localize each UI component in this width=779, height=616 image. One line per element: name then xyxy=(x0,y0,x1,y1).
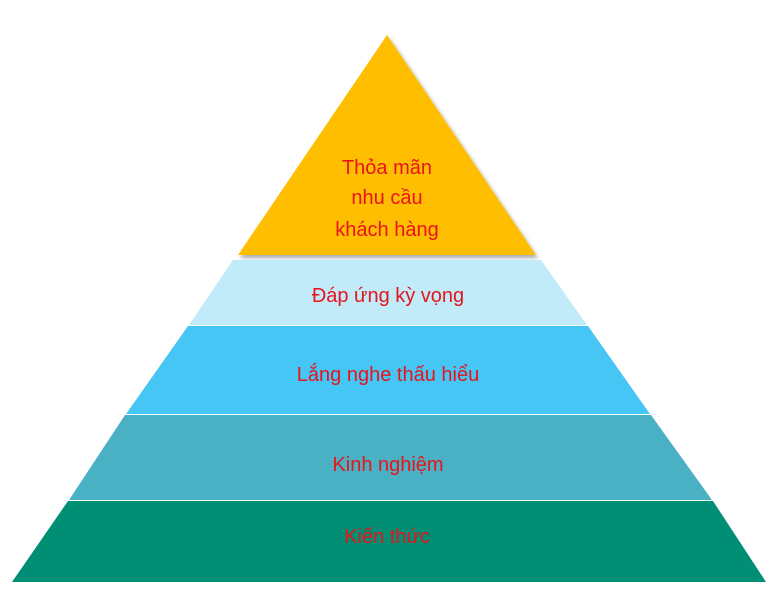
tier-5-label: Kiến thức xyxy=(344,526,430,548)
tier-1-label-line-2: nhu cầu xyxy=(351,187,422,209)
tier-1-label-line-3: khách hàng xyxy=(335,219,438,241)
tier-1-shape xyxy=(238,35,536,255)
tier-2-label: Đáp ứng kỳ vọng xyxy=(312,285,464,307)
tier-listen-understand: Lắng nghe thấu hiểu xyxy=(126,326,650,414)
tier-4-shape xyxy=(69,415,712,500)
tier-3-shape xyxy=(126,326,650,414)
tier-2-shape xyxy=(189,260,587,325)
tier-1-label-line-1: Thỏa mãn xyxy=(342,157,432,179)
tier-knowledge: Kiến thức xyxy=(12,501,766,582)
tier-5-shape xyxy=(12,501,766,582)
tier-4-label: Kinh nghiệm xyxy=(332,454,443,476)
tier-3-label: Lắng nghe thấu hiểu xyxy=(297,363,479,386)
tier-meet-expectations: Đáp ứng kỳ vọng xyxy=(189,260,587,325)
tier-experience: Kinh nghiệm xyxy=(69,415,712,500)
tier-satisfy-customer-needs: Thỏa mãn nhu cầu khách hàng xyxy=(238,35,536,255)
